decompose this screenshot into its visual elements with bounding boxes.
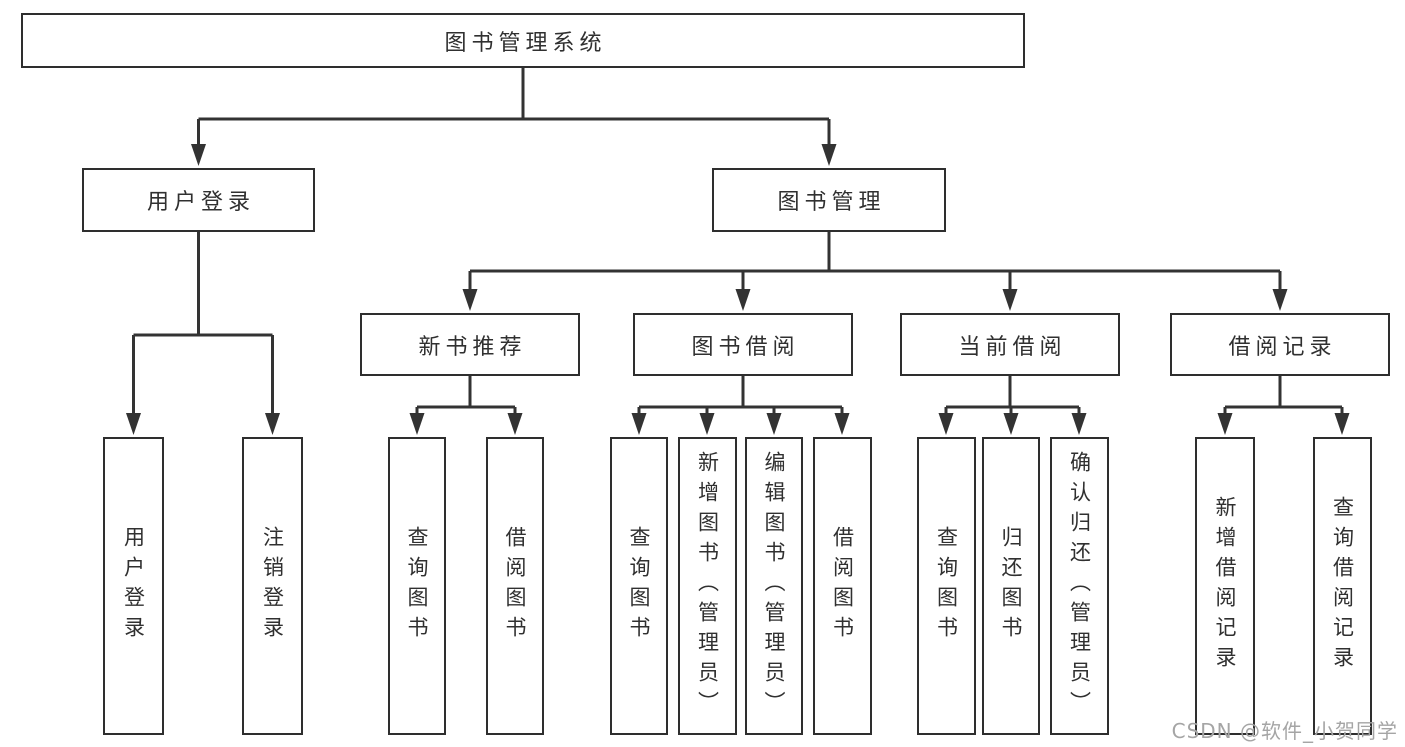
node-leaf-add-borrow-record-label: 新增借阅记录	[1213, 496, 1237, 676]
node-borrow-records: 借阅记录	[1170, 313, 1390, 376]
node-root: 图书管理系统	[21, 13, 1025, 68]
node-leaf-borrow-books-1: 借阅图书	[486, 437, 544, 735]
node-leaf-query-books-1-label: 查询图书	[405, 526, 429, 646]
node-new-book-recommend: 新书推荐	[360, 313, 580, 376]
node-leaf-query-borrow-record-label: 查询借阅记录	[1330, 496, 1355, 676]
connector-user-login	[126, 232, 280, 435]
node-leaf-add-book-admin: 新增图书（管理员）	[678, 437, 737, 735]
node-leaf-edit-book-admin: 编辑图书（管理员）	[745, 437, 803, 735]
node-leaf-borrow-books-2: 借阅图书	[813, 437, 872, 735]
node-current-borrow: 当前借阅	[900, 313, 1120, 376]
connector-book-management	[462, 232, 1288, 311]
node-book-borrow: 图书借阅	[633, 313, 853, 376]
node-leaf-borrow-books-2-label: 借阅图书	[830, 526, 855, 646]
node-leaf-logout: 注销登录	[242, 437, 303, 735]
node-book-borrow-label: 图书借阅	[691, 334, 800, 360]
node-leaf-query-books-1: 查询图书	[388, 437, 446, 735]
connector-root	[191, 68, 837, 166]
node-leaf-query-books-3-label: 查询图书	[934, 526, 959, 646]
node-leaf-user-login: 用户登录	[103, 437, 164, 735]
node-leaf-borrow-books-1-label: 借阅图书	[503, 526, 527, 646]
node-leaf-edit-book-admin-label: 编辑图书（管理员）	[762, 451, 786, 721]
node-user-login: 用户登录	[82, 168, 315, 232]
connector-current-borrow	[938, 376, 1087, 435]
node-new-book-recommend-label: 新书推荐	[418, 334, 527, 360]
node-leaf-return-book: 归还图书	[982, 437, 1040, 735]
node-root-label: 图书管理系统	[444, 30, 607, 56]
csdn-watermark: CSDN @软件_小贺同学	[1171, 719, 1398, 743]
node-leaf-add-borrow-record: 新增借阅记录	[1195, 437, 1255, 735]
node-book-management: 图书管理	[712, 168, 946, 232]
node-borrow-records-label: 借阅记录	[1228, 334, 1337, 360]
node-leaf-query-books-2: 查询图书	[610, 437, 668, 735]
node-book-management-label: 图书管理	[777, 190, 886, 215]
node-leaf-query-books-2-label: 查询图书	[627, 526, 651, 646]
connector-new-book-recommend	[409, 376, 523, 435]
node-leaf-confirm-return-admin-label: 确认归还（管理员）	[1067, 451, 1092, 721]
node-leaf-query-borrow-record: 查询借阅记录	[1313, 437, 1372, 735]
connector-book-borrow	[631, 376, 850, 435]
connector-borrow-records	[1217, 376, 1350, 435]
node-leaf-user-login-label: 用户登录	[121, 526, 146, 646]
node-leaf-logout-label: 注销登录	[260, 526, 285, 646]
node-leaf-query-books-3: 查询图书	[917, 437, 976, 735]
node-current-borrow-label: 当前借阅	[958, 334, 1067, 360]
node-user-login-label: 用户登录	[146, 190, 255, 215]
node-leaf-confirm-return-admin: 确认归还（管理员）	[1050, 437, 1109, 735]
node-leaf-add-book-admin-label: 新增图书（管理员）	[695, 451, 720, 721]
node-leaf-return-book-label: 归还图书	[999, 526, 1023, 646]
